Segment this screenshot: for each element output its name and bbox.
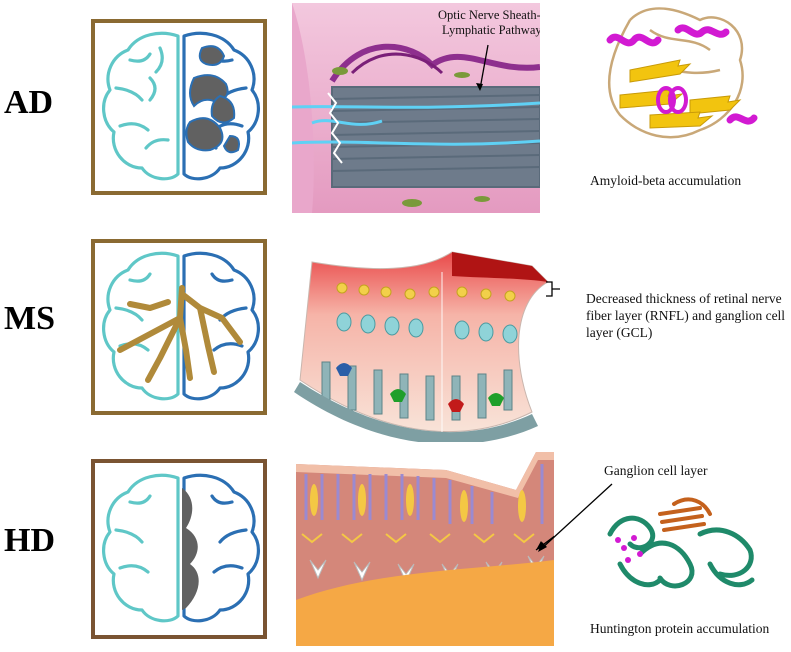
ms-brain-panel bbox=[90, 238, 270, 418]
ganglion-layer-annotation: Ganglion cell layer bbox=[604, 463, 708, 478]
retina-cross-section bbox=[292, 242, 562, 442]
hd-retina-section bbox=[296, 450, 554, 646]
hd-brain-panel bbox=[90, 458, 270, 642]
row-label-hd: HD bbox=[4, 522, 55, 559]
row-label-ad: AD bbox=[4, 84, 54, 121]
hd-caption: Huntington protein accumulation bbox=[590, 621, 770, 636]
huntingtin-protein bbox=[600, 494, 760, 604]
ms-caption: Decreased thickness of retinal nerve fib… bbox=[586, 291, 786, 340]
ad-caption: Amyloid-beta accumulation bbox=[590, 173, 742, 188]
row-label-ms: MS bbox=[4, 300, 55, 337]
optic-nerve-illustration: Optic Nerve Sheath- Lymphatic Pathway bbox=[292, 3, 540, 213]
ganglion-arrow bbox=[538, 483, 613, 552]
ad-brain-panel bbox=[90, 18, 270, 198]
amyloid-beta-protein bbox=[590, 0, 760, 150]
optic-nerve-annotation: Optic Nerve Sheath- Lymphatic Pathway bbox=[438, 8, 540, 37]
